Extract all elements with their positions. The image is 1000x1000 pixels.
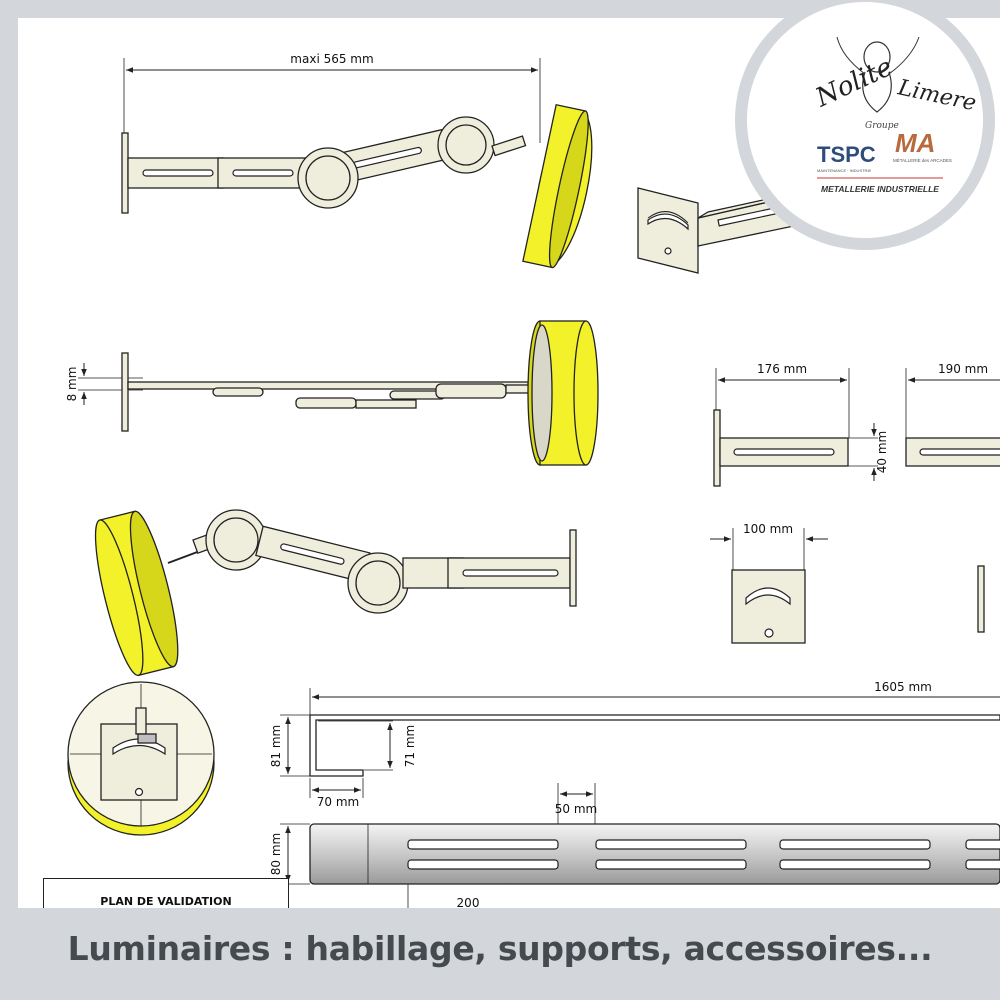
company-logo-badge: Nolite Limere Groupe TSPC MAINTENANCE · …	[735, 0, 995, 250]
dim-70: 70 mm	[317, 795, 359, 809]
dim-176: 176 mm	[757, 362, 807, 376]
caption-bar: Luminaires : habillage, supports, access…	[0, 908, 1000, 988]
logo-brand-tspc: TSPC	[817, 142, 876, 167]
support-plate-190: 190 mm	[905, 362, 1000, 467]
logo-brand-tspc-sub: MAINTENANCE · INDUSTRIE	[817, 168, 872, 173]
wall-plate-100: 100 mm	[710, 522, 985, 644]
lamp-arm-side: 8 mm	[65, 320, 599, 466]
lamp-front-view	[67, 681, 215, 836]
dim-maxi-565: maxi 565 mm	[290, 52, 373, 66]
support-plate-176: 176 mm 40 mm	[713, 362, 889, 487]
profile-1605: 1605 mm 81 mm 71 mm 70 mm	[269, 680, 1000, 809]
perforated-profile: 50 mm 80 mm 200	[269, 783, 1000, 908]
plan-title: PLAN DE VALIDATION	[100, 895, 232, 908]
dim-81: 81 mm	[269, 725, 283, 767]
dim-100: 100 mm	[743, 522, 793, 536]
caption-text: Luminaires : habillage, supports, access…	[67, 928, 933, 968]
logo-emblem: Nolite Limere Groupe TSPC MAINTENANCE · …	[810, 36, 979, 194]
logo-brand-ma: MA	[895, 128, 935, 158]
dim-1605: 1605 mm	[874, 680, 932, 694]
technical-drawing: maxi 565 mm	[65, 52, 1000, 908]
company-logo: Nolite Limere Groupe TSPC MAINTENANCE · …	[747, 2, 983, 238]
validation-title-block: PLAN DE VALIDATION	[43, 878, 289, 908]
logo-script-2: Limere	[895, 75, 979, 116]
dim-190: 190 mm	[938, 362, 988, 376]
dim-50: 50 mm	[555, 802, 597, 816]
lamp-arm-extended: maxi 565 mm	[121, 52, 593, 269]
logo-brand-ma-sub: MÉTALLERIE des ARCADES	[893, 157, 952, 163]
logo-tagline: METALLERIE INDUSTRIELLE	[821, 184, 939, 194]
logo-script-3: Groupe	[865, 121, 899, 131]
dim-71: 71 mm	[403, 725, 417, 767]
dim-80: 80 mm	[269, 833, 283, 875]
lamp-arm-mirrored	[94, 509, 577, 677]
dim-40: 40 mm	[875, 431, 889, 473]
dim-8: 8 mm	[65, 367, 79, 402]
dim-200-partial: 200	[457, 896, 480, 908]
